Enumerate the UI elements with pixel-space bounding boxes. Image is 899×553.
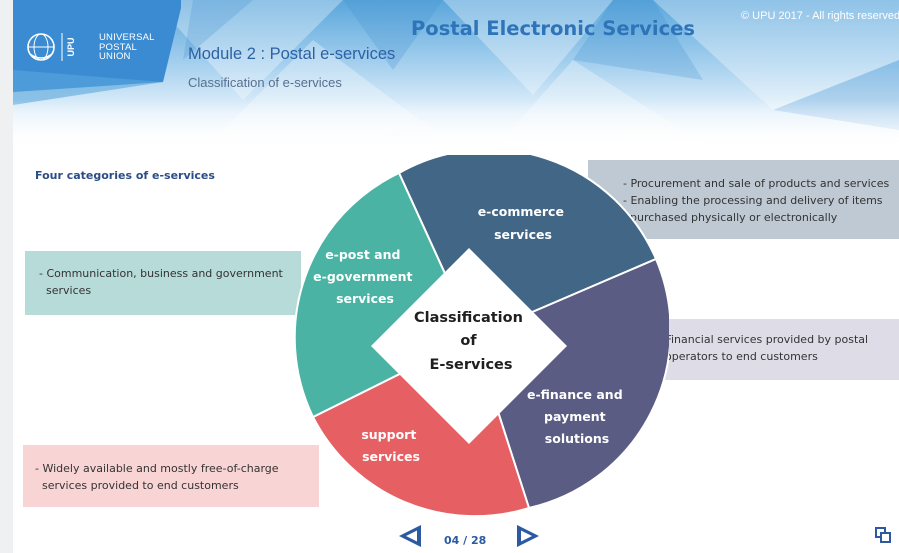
- header-banner: [13, 0, 899, 150]
- page-counter: 04 / 28: [444, 534, 487, 547]
- segment-label: solutions: [545, 431, 609, 446]
- description-line: - Financial services provided by postal: [658, 333, 869, 346]
- segment-label: services: [362, 449, 420, 464]
- previous-page-button[interactable]: [398, 524, 428, 548]
- module-subtitle: Classification of e-services: [188, 75, 342, 90]
- svg-text:e-post and e-governmen: e-post and e-government services: [313, 247, 417, 306]
- center-label: Classification: [414, 310, 523, 326]
- segment-label: e-government: [313, 269, 412, 284]
- segment-label: support: [361, 427, 416, 442]
- epost-description-box: - Communication, business and government…: [25, 251, 301, 315]
- description-line: services provided to end customers: [42, 479, 239, 492]
- description-line: operators to end customers: [665, 350, 818, 363]
- segment-label: e-commerce: [478, 204, 564, 219]
- segment-label: services: [336, 291, 394, 306]
- segment-label: e-finance and: [527, 387, 623, 402]
- logo-text: UNIVERSAL POSTAL UNION: [99, 33, 155, 62]
- description-line: - Communication, business and government: [39, 267, 283, 280]
- center-diamond: [371, 248, 567, 444]
- description-line: - Procurement and sale of products and s…: [623, 177, 890, 190]
- description-line: purchased physically or electronically: [630, 211, 838, 224]
- next-page-button[interactable]: [510, 524, 540, 548]
- page-title: Postal Electronic Services: [411, 17, 695, 40]
- upu-logo: UPU: [27, 33, 76, 61]
- description-line: - Widely available and mostly free-of-ch…: [35, 462, 279, 475]
- svg-text:Classification of: Classification of E-services: [414, 310, 528, 373]
- logo-monogram: UPU: [66, 37, 76, 56]
- logo-line: UNIVERSAL: [99, 32, 155, 43]
- support-description-box: - Widely available and mostly free-of-ch…: [23, 445, 319, 507]
- logo-line: UNION: [99, 51, 131, 62]
- center-label: of: [460, 333, 477, 349]
- center-label: E-services: [429, 357, 512, 373]
- section-title: Four categories of e-services: [35, 169, 215, 182]
- segment-label: services: [494, 227, 552, 242]
- classification-diagram: e-commerce services e-finance and paymen…: [293, 155, 669, 518]
- slide: UPU UNIVERSAL POSTAL UNION Postal Electr…: [13, 0, 899, 553]
- triangle-left-icon: [399, 525, 421, 547]
- svg-text:support services: support services: [361, 427, 420, 464]
- description-line: services: [46, 284, 92, 297]
- ecommerce-description-box: - Procurement and sale of products and s…: [588, 160, 899, 239]
- segment-label: payment: [544, 409, 606, 424]
- description-line: - Enabling the processing and delivery o…: [623, 194, 883, 207]
- segment-label: e-post and: [325, 247, 400, 262]
- triangle-right-icon: [517, 525, 539, 547]
- svg-text:e-commerce services: e-commerce services: [478, 204, 569, 242]
- module-title: Module 2 : Postal e-services: [188, 45, 396, 63]
- logo-line: POSTAL: [99, 41, 137, 53]
- svg-text:e-finance and payment: e-finance and payment solutions: [527, 387, 627, 446]
- copyright-notice: © UPU 2017 - All rights reserved: [741, 10, 899, 22]
- restore-windows-icon[interactable]: [875, 527, 891, 543]
